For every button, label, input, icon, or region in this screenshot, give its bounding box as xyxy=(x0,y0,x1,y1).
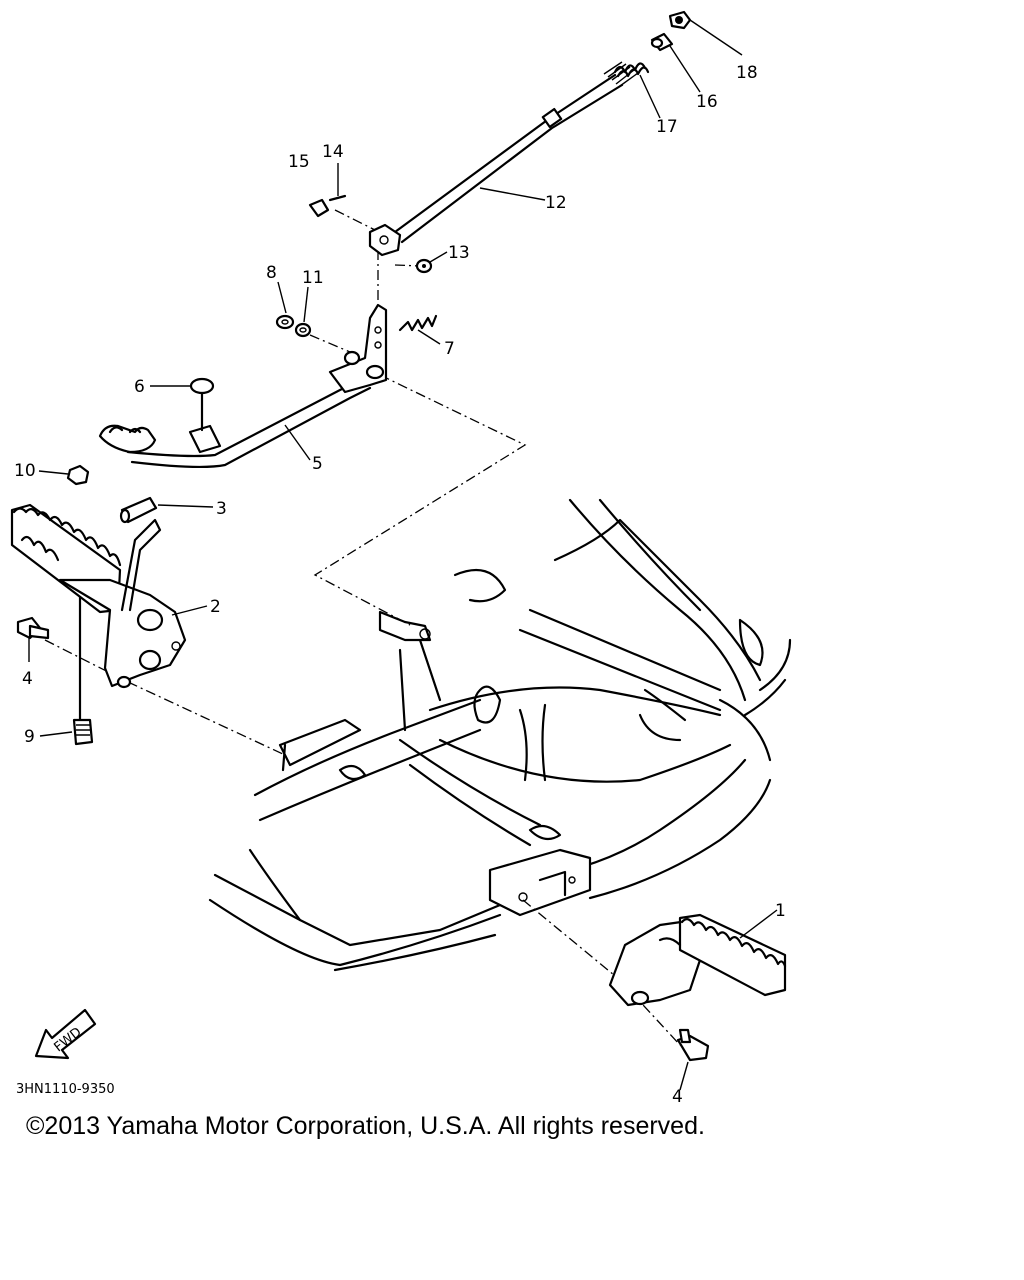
leader-lines xyxy=(44,209,681,1046)
rod-spring xyxy=(613,62,650,78)
callout-7: 7 xyxy=(444,339,455,359)
o-ring xyxy=(294,322,312,338)
callout-15: 15 xyxy=(288,152,310,172)
callout-2: 2 xyxy=(210,597,221,617)
brake-pedal xyxy=(98,303,388,469)
callout-1: 1 xyxy=(775,901,786,921)
callout-9: 9 xyxy=(24,727,35,747)
callout-8: 8 xyxy=(266,263,277,283)
callout-5: 5 xyxy=(312,454,323,474)
callout-6: 6 xyxy=(134,377,145,397)
callout-4-left: 4 xyxy=(22,669,33,689)
pivot-shaft xyxy=(119,496,158,524)
cotter-pin xyxy=(328,194,347,202)
flange-bolt-left xyxy=(16,616,50,640)
return-spring xyxy=(398,314,438,332)
nut-13 xyxy=(415,258,433,274)
clevis xyxy=(368,223,402,257)
copyright-notice: ©2013 Yamaha Motor Corporation, U.S.A. A… xyxy=(26,1112,705,1140)
forward-arrow-icon: FWD xyxy=(34,1008,97,1060)
adjuster-pin xyxy=(650,32,674,52)
adjusting-nut xyxy=(668,10,692,30)
callout-12: 12 xyxy=(545,193,567,213)
callout-3: 3 xyxy=(216,499,227,519)
pedal-stopper xyxy=(189,377,215,432)
right-footrest xyxy=(608,913,787,1007)
callout-4-right: 4 xyxy=(672,1087,683,1107)
callout-13: 13 xyxy=(448,243,470,263)
callout-16: 16 xyxy=(696,92,718,112)
nut-10 xyxy=(66,464,90,486)
flange-bolt-right xyxy=(676,1028,710,1062)
callout-17: 17 xyxy=(656,117,678,137)
vehicle-frame xyxy=(208,498,792,972)
callout-leaders xyxy=(28,19,778,1091)
bolt-9 xyxy=(72,718,94,746)
callout-14: 14 xyxy=(322,142,344,162)
brake-rod xyxy=(393,61,639,244)
callout-18: 18 xyxy=(736,63,758,83)
left-footrest xyxy=(10,503,187,722)
pin-15 xyxy=(308,198,330,218)
callout-10: 10 xyxy=(14,461,36,481)
callout-labels: 1 2 3 4 4 5 6 7 8 9 10 11 12 13 14 15 16… xyxy=(14,63,786,1107)
washer xyxy=(275,314,295,330)
callout-11: 11 xyxy=(302,268,324,288)
diagram-code: 3HN1110-9350 xyxy=(16,1082,115,1097)
